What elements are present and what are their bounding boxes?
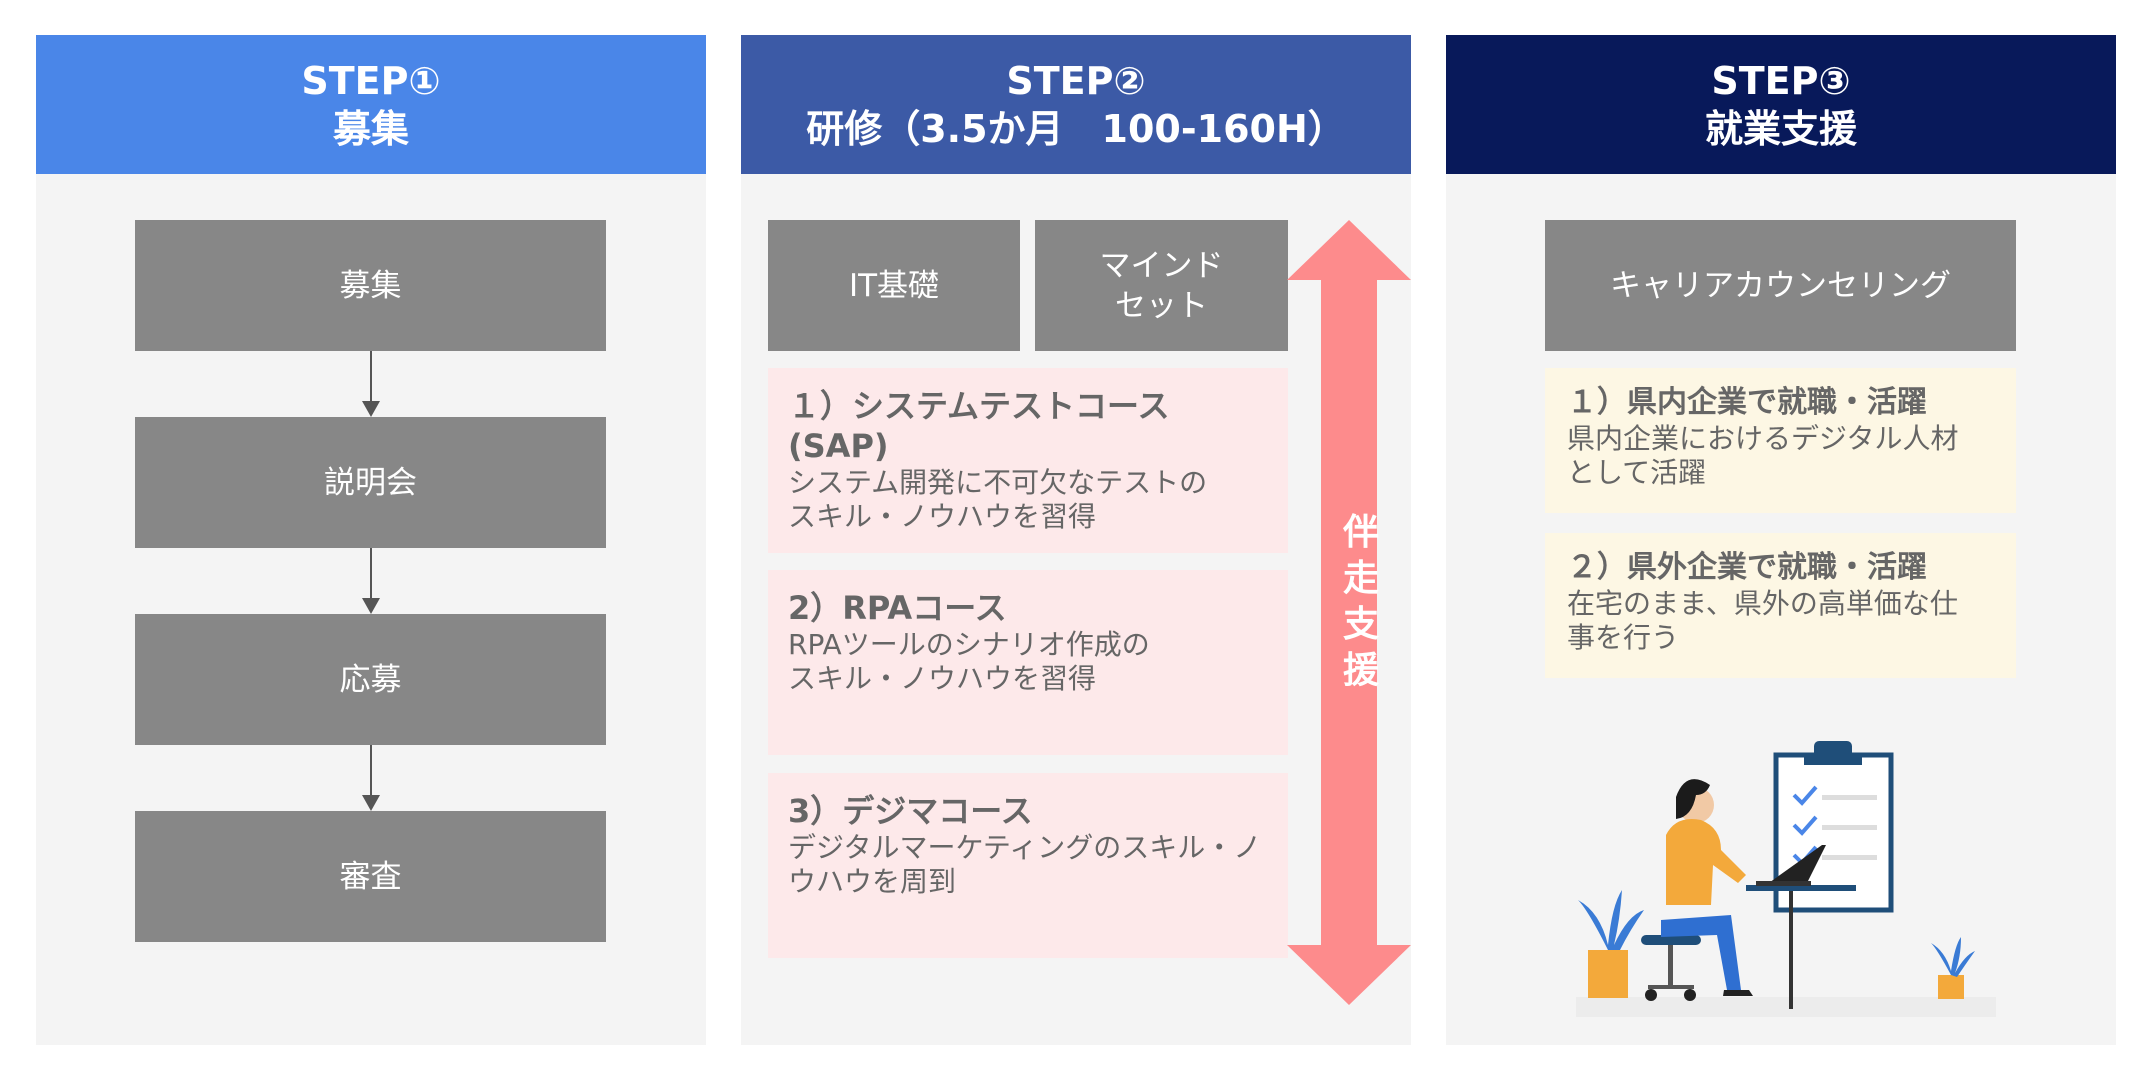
step2-header: STEP② 研修（3.5か月 100-160H） <box>741 35 1411 174</box>
step1-subtitle: 募集 <box>332 106 409 151</box>
job-in-prefecture: １）県内企業で就職・活躍 県内企業におけるデジタル人材 として活躍 <box>1545 368 2016 513</box>
flow-box-apply: 応募 <box>135 614 606 745</box>
flow-box-review: 審査 <box>135 811 606 942</box>
step3-subtitle: 就業支援 <box>1704 106 1857 151</box>
job-out-prefecture: ２）県外企業で就職・活躍 在宅のまま、県外の高単価な仕 事を行う <box>1545 533 2016 678</box>
course-title: 3）デジマコース <box>788 792 1033 830</box>
step3-header: STEP③ 就業支援 <box>1446 35 2116 174</box>
topic-it-basics: IT基礎 <box>768 220 1020 351</box>
career-counseling-box: キャリアカウンセリング <box>1545 220 2016 351</box>
course-desc: システム開発に不可欠なテストの スキル・ノウハウを習得 <box>788 466 1208 533</box>
step1-panel: STEP① 募集 募集 説明会 応募 審査 <box>36 35 706 1045</box>
step2-subtitle: 研修（3.5か月 100-160H） <box>806 106 1346 151</box>
course-title: 2）RPAコース <box>788 589 1007 627</box>
support-double-arrow <box>1287 220 1411 1005</box>
step3-title: STEP③ <box>1711 58 1851 103</box>
job-desc: 県内企業におけるデジタル人材 として活躍 <box>1567 422 1959 489</box>
course-digital-marketing: 3）デジマコース デジタルマーケティングのスキル・ノ ウハウを周到 <box>768 773 1288 958</box>
course-system-test: １）システムテストコース(SAP) システム開発に不可欠なテストの スキル・ノウ… <box>768 368 1288 553</box>
step2-title: STEP② <box>1006 58 1146 103</box>
job-desc: 在宅のまま、県外の高単価な仕 事を行う <box>1567 587 1958 654</box>
course-title: １）システムテストコース(SAP) <box>788 387 1170 465</box>
flow-arrow <box>362 548 380 614</box>
support-arrow-label: 伴 走 支 援 <box>1342 512 1379 691</box>
flow-arrow <box>362 351 380 417</box>
course-desc: デジタルマーケティングのスキル・ノ ウハウを周到 <box>788 831 1262 898</box>
step1-header: STEP① 募集 <box>36 35 706 174</box>
course-desc: RPAツールのシナリオ作成の スキル・ノウハウを習得 <box>788 628 1150 695</box>
step1-title: STEP① <box>301 58 441 103</box>
job-title: ２）県外企業で就職・活躍 <box>1567 550 1927 585</box>
worker-illustration <box>1576 741 1996 1017</box>
flow-arrow <box>362 745 380 811</box>
step2-panel: STEP② 研修（3.5か月 100-160H） IT基礎 マインド セット １… <box>741 35 1411 1045</box>
course-rpa: 2）RPAコース RPAツールのシナリオ作成の スキル・ノウハウを習得 <box>768 570 1288 755</box>
flow-box-briefing: 説明会 <box>135 417 606 548</box>
flow-box-recruit: 募集 <box>135 220 606 351</box>
job-title: １）県内企業で就職・活躍 <box>1567 385 1927 420</box>
step3-panel: STEP③ 就業支援 キャリアカウンセリング １）県内企業で就職・活躍 県内企業… <box>1446 35 2116 1045</box>
topic-mindset: マインド セット <box>1035 220 1288 351</box>
